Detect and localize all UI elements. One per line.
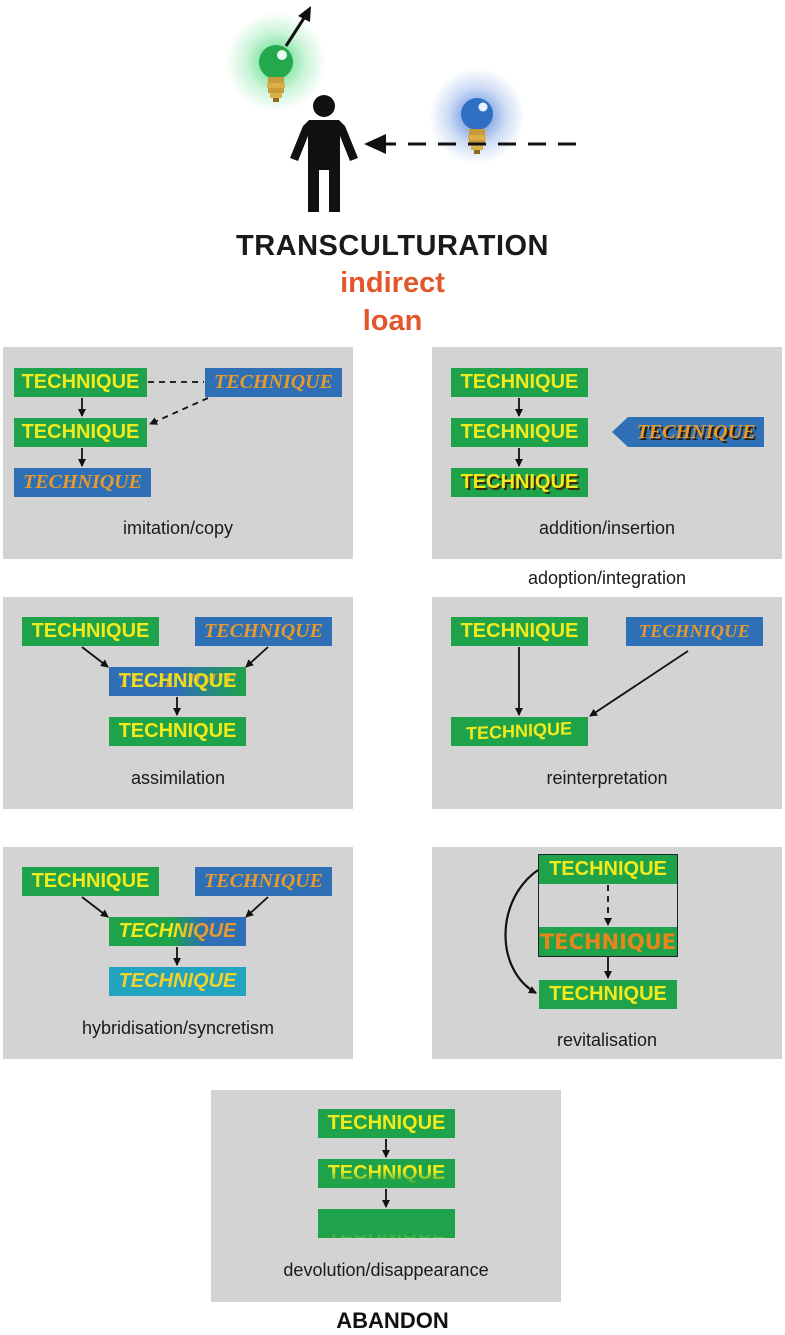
subtitle-indirect: indirect [340,267,445,299]
abandon-label: ABANDON [336,1308,449,1333]
technique-label: TECHNIQUE [466,718,573,744]
technique-box: TECHNIQUE [109,717,246,746]
technique-box-foreign: TECHNIQUE [626,617,763,646]
technique-label: TECHNIQUE [31,620,150,642]
header-illustration [226,6,576,212]
technique-box-fading: TECHNIQUE [318,1159,455,1188]
technique-box-merged: TECHNIQUE TECHNIQUE [109,667,246,696]
technique-label: TECHNIQUE [21,421,140,443]
technique-box: TECHNIQUE [14,368,147,397]
technique-label: TECHNIQUE [460,620,579,642]
technique-label: TECHNIQUE [204,870,323,892]
technique-label: TECHNIQUE [460,421,579,443]
person-icon [290,95,358,212]
technique-box: TECHNIQUE [318,1109,455,1138]
caption-addition: addition/insertion [538,518,676,538]
title: TRANSCULTURATION [236,230,549,262]
technique-label: TECHNIQUE [31,870,150,892]
technique-box-faded: TECHNIQUE [539,927,677,956]
technique-box-reinterpreted: TECHNIQUE [451,717,588,746]
caption-assimilation: assimilation [130,768,226,788]
technique-box: TECHNIQUE [451,418,588,447]
technique-box: TECHNIQUE [539,855,677,884]
technique-label: TECHNIQUE [118,670,237,692]
technique-label: TECHNIQUE [118,720,237,742]
technique-label: TECHNIQUE [327,1112,446,1134]
technique-box-hybrid: TECHNIQUE [109,917,246,946]
technique-label: TECHNIQUE [204,620,323,642]
technique-label: TECHNIQUE [636,420,756,443]
blue-lightbulb-icon [429,68,525,164]
technique-label: TECHNIQUE [23,471,142,493]
technique-label: TECHNIQUE [21,371,140,393]
caption-hybridisation: hybridisation/syncretism [81,1018,275,1038]
technique-arrow-tag-foreign [612,417,764,447]
technique-label: TECHNIQUE [327,1162,446,1184]
technique-box-foreign: TECHNIQUE [195,867,332,896]
technique-label: TECHNIQUE [638,621,751,641]
technique-box-foreign: TECHNIQUE [195,617,332,646]
technique-label: TECHNIQUE [328,1222,446,1238]
technique-label: TECHNIQUE [118,970,237,992]
caption-devolution: devolution/disappearance [283,1260,489,1280]
technique-label: TECHNIQUE [460,471,579,493]
technique-label: TECHNIQUE [539,929,677,954]
technique-box-revived: TECHNIQUE [539,980,677,1009]
technique-label: TECHNIQUE [118,670,237,692]
technique-box-inserted: TECHNIQUE [451,468,588,497]
caption-revitalisation: revitalisation [556,1030,658,1050]
technique-box: TECHNIQUE [451,617,588,646]
technique-label-foreign: TECHNIQUE [628,417,764,447]
caption-imitation: imitation/copy [122,518,234,538]
caption-reinterpretation: reinterpretation [546,768,668,788]
technique-label: TECHNIQUE [118,920,237,942]
technique-box: TECHNIQUE [22,617,159,646]
technique-box-copy: TECHNIQUE [14,468,151,497]
technique-label: TECHNIQUE [549,983,667,1005]
technique-label: TECHNIQUE [460,371,579,393]
caption-adoption: adoption/integration [527,568,687,588]
subtitle-loan: loan [362,305,423,337]
technique-box-syncretic: TECHNIQUE [109,967,246,996]
technique-box: TECHNIQUE [14,418,147,447]
green-lightbulb-icon [226,12,326,112]
technique-box: TECHNIQUE [22,867,159,896]
technique-box-vanishing: TECHNIQUE [318,1209,455,1238]
technique-box-foreign: TECHNIQUE [205,368,342,397]
technique-label: TECHNIQUE [549,858,667,880]
technique-box: TECHNIQUE [451,368,588,397]
outgoing-arrow [284,14,308,47]
technique-label: TECHNIQUE [214,371,333,393]
